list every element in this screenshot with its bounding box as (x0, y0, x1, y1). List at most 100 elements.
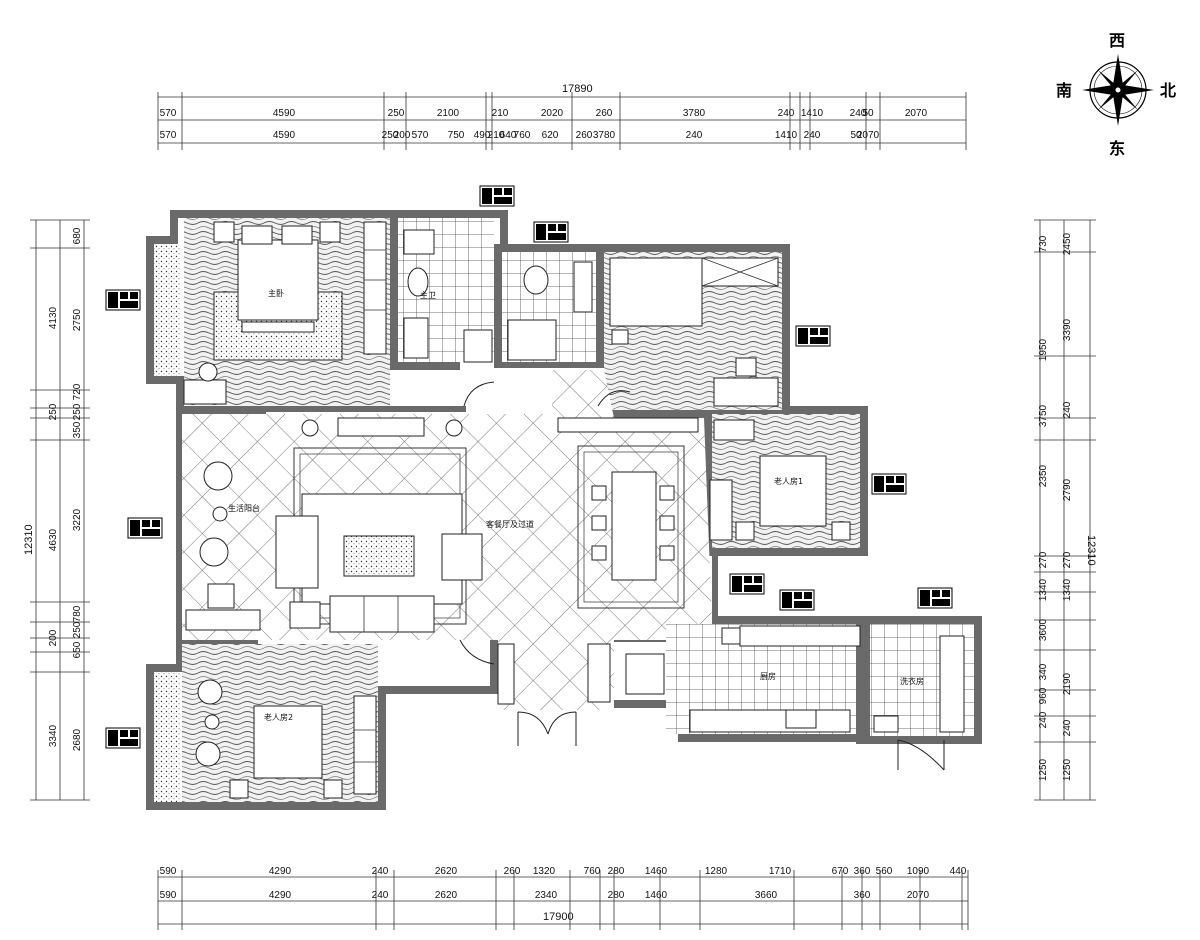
room-kitchen: 厨房 (760, 671, 776, 681)
left-outer-dim-1: 250 (48, 403, 59, 420)
bottom-row1-dim-9: 1280 (705, 866, 728, 877)
top-row2-dim-14: 1410 (775, 130, 798, 141)
bottom-row2-dim-4: 2340 (535, 890, 558, 901)
top-row1-dim-1: 4590 (273, 108, 296, 119)
top-row2-dim-15: 240 (804, 130, 821, 141)
top-row2-dim-10: 620 (542, 130, 559, 141)
top-row2-dim-1: 4590 (273, 130, 296, 141)
bottom-row1-dim-5: 1320 (533, 866, 556, 877)
left-inner-dim-8: 650 (72, 641, 83, 658)
bottom-row2-dim-8: 360 (854, 890, 871, 901)
top-row2-dim-8: 640 (500, 130, 517, 141)
compass-north: 北 (1160, 81, 1176, 100)
right-outer-dim-4: 270 (1038, 551, 1049, 568)
top-row1-dim-4: 210 (492, 108, 509, 119)
elevation-marker-1 (533, 221, 569, 243)
elevation-marker-5 (871, 473, 907, 495)
left-inner-dim-6: 780 (72, 605, 83, 622)
elevation-marker-7 (779, 589, 815, 611)
top-row1-dim-11: 50 (862, 108, 874, 119)
left-inner-dim-4: 350 (72, 421, 83, 438)
compass-south: 南 (1056, 81, 1072, 100)
bottom-row1-dim-4: 260 (504, 866, 521, 877)
elevation-marker-8 (917, 587, 953, 609)
furniture (183, 221, 965, 799)
right-inner-dim-1: 3390 (1062, 318, 1073, 341)
right-outer-dim-6: 3600 (1038, 618, 1049, 641)
top-row2-dim-6: 490 (474, 130, 491, 141)
bottom-row2-dim-1: 4290 (269, 890, 292, 901)
left-inner-dim-5: 3220 (72, 508, 83, 531)
left-outer-dim-3: 200 (48, 629, 59, 646)
bottom-row1-dim-10: 1710 (769, 866, 792, 877)
left-outer-dim-0: 4130 (48, 306, 59, 329)
top-row2-dim-12: 3780 (593, 130, 616, 141)
bottom-row2-dim-9: 2070 (907, 890, 930, 901)
bottom-row2-dim-2: 240 (372, 890, 389, 901)
top-row2-dim-5: 750 (448, 130, 465, 141)
bottom-row1-dim-1: 4290 (269, 866, 292, 877)
top-row1-dim-0: 570 (160, 108, 177, 119)
bottom-row1-dim-15: 440 (950, 866, 967, 877)
right-outer-dim-5: 1340 (1038, 578, 1049, 601)
room-utility: 洗衣房 (900, 676, 924, 686)
top-row1-dim-7: 3780 (683, 108, 706, 119)
room-elder-1: 老人房1 (774, 476, 803, 486)
top-row1-dim-5: 2020 (541, 108, 564, 119)
left-outer-dim-4: 3340 (48, 724, 59, 747)
elevation-marker-4 (127, 517, 163, 539)
top-row1-dim-6: 260 (596, 108, 613, 119)
top-row1-dim-8: 240 (778, 108, 795, 119)
top-row2-dim-0: 570 (160, 130, 177, 141)
bottom-row1-dim-8: 1460 (645, 866, 668, 877)
room-balcony: 生活阳台 (228, 503, 260, 513)
left-inner-dim-2: 720 (72, 383, 83, 400)
left-inner-dim-3: 250 (72, 403, 83, 420)
bottom-total-dimension: 17900 (543, 911, 574, 923)
left-total-dimension: 12310 (23, 524, 35, 555)
right-inner-dim-8: 1250 (1062, 758, 1073, 781)
right-inner-dim-3: 2790 (1062, 478, 1073, 501)
compass: 西 东 南 北 (1056, 31, 1176, 158)
bottom-row1-dim-14: 1090 (907, 866, 930, 877)
right-outer-dim-0: 730 (1038, 235, 1049, 252)
left-inner-dim-7: 250 (72, 621, 83, 638)
bottom-row2-dim-3: 2620 (435, 890, 458, 901)
right-outer-dim-2: 3750 (1038, 404, 1049, 427)
top-row2-dim-11: 260 (576, 130, 593, 141)
top-row2-dim-4: 570 (412, 130, 429, 141)
top-total-dimension: 17890 (562, 83, 593, 95)
top-row1-dim-9: 1410 (801, 108, 824, 119)
left-outer-dim-2: 4630 (48, 528, 59, 551)
right-total-dimension: 12310 (1085, 535, 1097, 566)
elevation-marker-3 (795, 325, 831, 347)
bottom-row1-dim-0: 590 (160, 866, 177, 877)
elevation-marker-9 (105, 727, 141, 749)
right-outer-dim-9: 240 (1038, 711, 1049, 728)
right-outer-dim-3: 2350 (1038, 464, 1049, 487)
bottom-row1-dim-7: 280 (608, 866, 625, 877)
bottom-row1-dim-2: 240 (372, 866, 389, 877)
bottom-row1-dim-12: 360 (854, 866, 871, 877)
left-inner-dim-0: 680 (72, 227, 83, 244)
right-outer-dim-8: 960 (1038, 687, 1049, 704)
top-row2-dim-3: 200 (394, 130, 411, 141)
left-inner-dim-1: 2750 (72, 308, 83, 331)
bottom-row1-dim-13: 560 (876, 866, 893, 877)
top-row2-dim-17: 2070 (857, 130, 880, 141)
bottom-row2-dim-6: 1460 (645, 890, 668, 901)
bottom-row1-dim-3: 2620 (435, 866, 458, 877)
room-elder-2: 老人房2 (264, 712, 293, 722)
elevation-marker-0 (479, 185, 515, 207)
top-row2-dim-9: 760 (514, 130, 531, 141)
room-living-dining: 客餐厅及过道 (486, 519, 534, 529)
room-master-bedroom: 主卧 (268, 288, 284, 298)
bottom-row2-dim-0: 590 (160, 890, 177, 901)
